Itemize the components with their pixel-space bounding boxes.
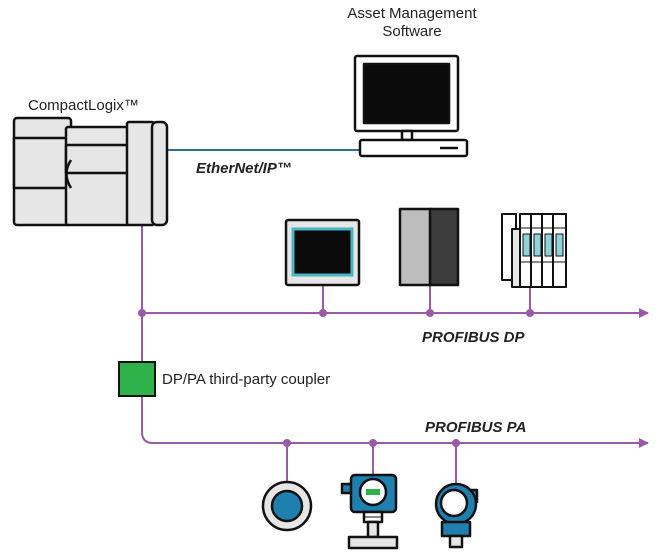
pressure-transmitter-icon xyxy=(434,482,479,549)
transmitter-icon xyxy=(340,473,399,550)
controller-icon xyxy=(12,116,169,227)
hmi-panel-icon xyxy=(284,218,361,287)
controller-label: CompactLogix™ xyxy=(28,97,139,114)
computer-icon xyxy=(353,54,469,158)
profibus-dp-label: PROFIBUS DP xyxy=(422,329,525,346)
ethernet-label: EtherNet/IP™ xyxy=(196,160,292,177)
coupler-label: DP/PA third-party coupler xyxy=(162,371,331,388)
profibus-lines xyxy=(141,224,649,485)
bus-junctions xyxy=(138,309,534,447)
io-rack-icon xyxy=(501,213,567,288)
drive-icon xyxy=(398,207,460,287)
coupler-icon xyxy=(118,361,156,397)
round-sensor-icon xyxy=(261,480,313,532)
profibus-pa-label: PROFIBUS PA xyxy=(425,419,527,436)
asset-software-label-line2: Software xyxy=(382,23,442,40)
asset-software-label-line1: Asset Management xyxy=(347,5,477,22)
